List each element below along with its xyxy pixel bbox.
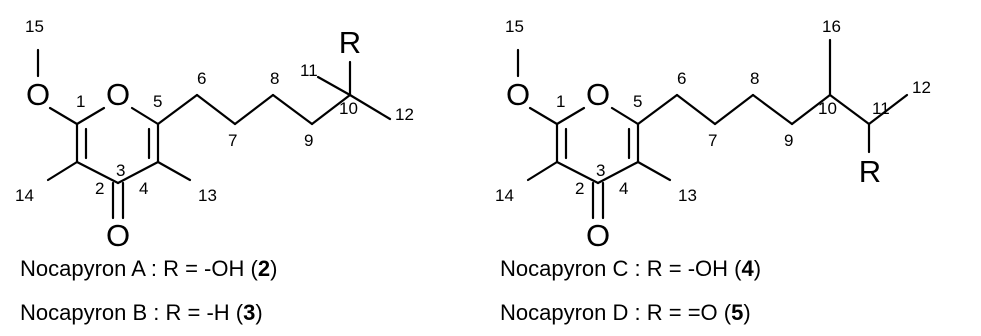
carbonyl-oxygen-label: O (106, 218, 130, 253)
bond-c9-c10 (310, 93, 352, 126)
caption-nocapyron-d: Nocapyron D : R = =O (5) (500, 300, 751, 325)
position-number: 9 (304, 131, 313, 150)
bond-o-c1 (528, 106, 559, 126)
carbonyl-oxygen-label: O (586, 218, 610, 253)
compound-number: 4 (741, 256, 754, 281)
compound-number: 3 (243, 300, 256, 325)
position-number: 2 (95, 179, 104, 198)
bond-c2-c14 (526, 160, 559, 182)
methoxy-oxygen-label: O (26, 77, 50, 112)
bond-c8-c9 (271, 93, 314, 126)
position-number: 16 (822, 17, 841, 36)
position-number: 10 (339, 99, 358, 118)
structure-c-d: O O O R 15 1 2 3 4 5 6 7 8 9 10 11 12 13… (495, 17, 931, 253)
position-number: 1 (556, 92, 565, 111)
bond-c1-o-ring (555, 106, 586, 126)
bond-c6-c7 (195, 93, 237, 126)
position-number: 12 (912, 78, 931, 97)
methoxy-oxygen-label: O (506, 77, 530, 112)
ring-oxygen-label: O (586, 77, 610, 112)
bond-c8-c9 (751, 93, 794, 126)
bond-c9-c10 (790, 93, 832, 126)
position-number: 1 (76, 92, 85, 111)
bond-o-ring-c5 (610, 106, 640, 126)
position-number: 3 (116, 161, 125, 180)
bond-c7-c8 (713, 93, 755, 126)
compound-number: 5 (731, 300, 744, 325)
position-number: 14 (495, 186, 514, 205)
bond-c1-o-ring (75, 106, 106, 126)
position-number: 8 (750, 69, 759, 88)
bond-o-c1 (48, 106, 79, 126)
bond-c10-c12 (348, 93, 392, 121)
position-number: 13 (198, 186, 217, 205)
substituent-r-label: R (339, 25, 361, 60)
bond-c10-c11 (828, 93, 871, 126)
bond-c6-c7 (675, 93, 717, 126)
substituent-r-label: R (859, 154, 881, 189)
ring-oxygen-label: O (106, 77, 130, 112)
caption-nocapyron-c: Nocapyron C : R = -OH (4) (500, 256, 762, 281)
position-number: 13 (678, 186, 697, 205)
position-number: 7 (708, 131, 717, 150)
bond-c4-c13 (636, 160, 672, 182)
position-number: 11 (872, 99, 890, 118)
position-number: 7 (228, 131, 237, 150)
position-number: 4 (619, 179, 628, 198)
position-number: 15 (25, 17, 44, 36)
position-number: 14 (15, 186, 34, 205)
position-number: 3 (596, 161, 605, 180)
caption-nocapyron-a: Nocapyron A : R = -OH (2) (20, 256, 278, 281)
compound-number: 2 (257, 256, 271, 281)
position-number: 11 (300, 61, 318, 80)
position-number: 10 (818, 99, 837, 118)
position-number: 5 (153, 92, 162, 111)
position-number: 8 (270, 69, 279, 88)
bond-c3-c4 (596, 160, 640, 185)
position-number: 6 (197, 69, 206, 88)
bond-c5-c6 (636, 93, 679, 126)
position-number: 5 (633, 92, 642, 111)
bond-c4-c13 (156, 160, 192, 182)
bond-c5-c6 (156, 93, 199, 126)
bond-c2-c14 (46, 160, 79, 182)
bond-c2-c3 (555, 160, 600, 185)
bond-o-ring-c5 (130, 106, 160, 126)
caption-nocapyron-b: Nocapyron B : R = -H (3) (20, 300, 263, 325)
position-number: 2 (575, 179, 584, 198)
bond-c3-c4 (116, 160, 160, 185)
bond-c7-c8 (233, 93, 275, 126)
position-number: 12 (395, 105, 414, 124)
bond-c10-c11 (316, 75, 352, 97)
position-number: 9 (784, 131, 793, 150)
position-number: 6 (677, 69, 686, 88)
bond-c2-c3 (75, 160, 120, 185)
position-number: 4 (139, 179, 148, 198)
structure-a-b: O O O R 15 1 2 3 4 5 6 7 8 9 10 11 12 13… (15, 17, 414, 253)
position-number: 15 (505, 17, 524, 36)
bond-c11-c12 (867, 93, 909, 126)
